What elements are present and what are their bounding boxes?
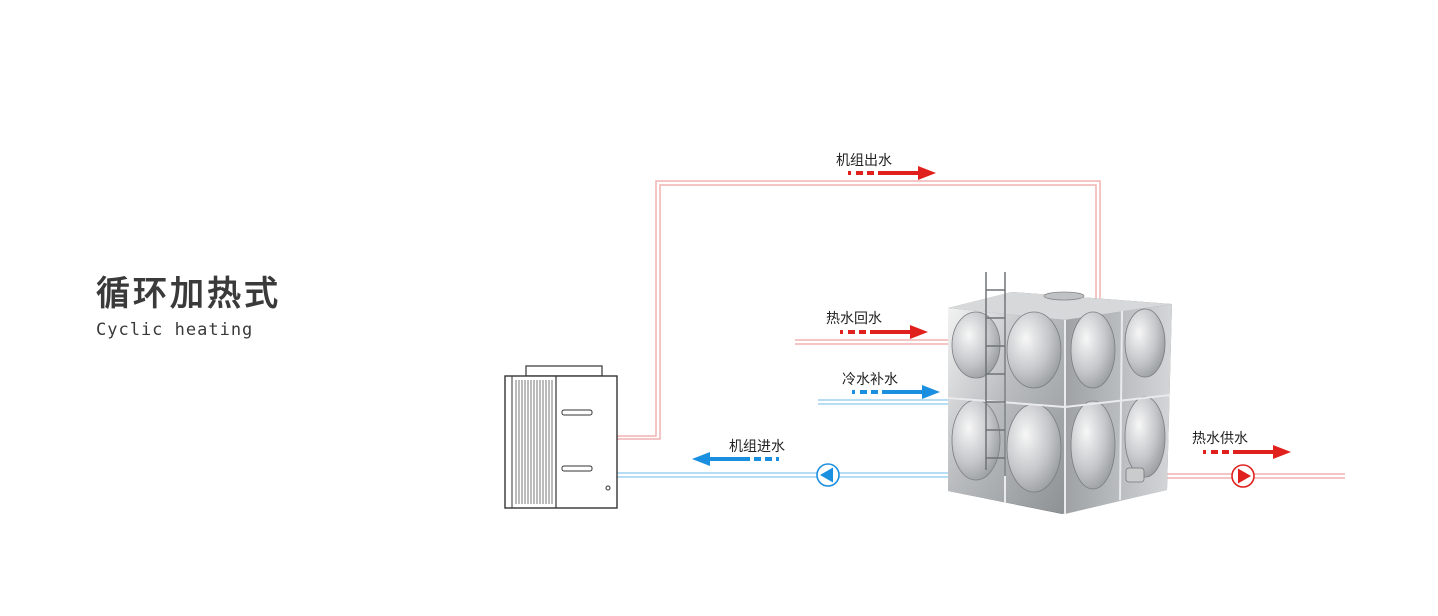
water-tank bbox=[947, 272, 1172, 514]
tank-ladder bbox=[985, 272, 1006, 476]
pump-unit-inlet bbox=[816, 463, 840, 487]
label-cold-makeup: 冷水补水 bbox=[842, 372, 898, 388]
pump-hot-supply bbox=[1231, 464, 1255, 488]
label-unit-outlet: 机组出水 bbox=[836, 153, 892, 169]
label-unit-inlet: 机组进水 bbox=[729, 439, 785, 455]
label-hot-return: 热水回水 bbox=[826, 311, 882, 327]
pipe-hot-supply bbox=[1165, 473, 1345, 479]
arrow-hot-return bbox=[840, 325, 928, 339]
tank-outlet-fitting bbox=[1125, 467, 1145, 483]
tank-panel-domes bbox=[951, 308, 1166, 493]
diagram-subtitle: Cyclic heating bbox=[96, 320, 254, 340]
arrow-unit-inlet bbox=[692, 452, 779, 466]
pipe-unit-inlet bbox=[612, 472, 952, 478]
arrow-hot-supply bbox=[1203, 445, 1291, 459]
pipe-cold-makeup bbox=[818, 399, 952, 405]
heat-pump-coil-grille bbox=[515, 380, 553, 504]
label-hot-supply: 热水供水 bbox=[1192, 431, 1248, 447]
arrow-unit-outlet bbox=[848, 166, 936, 180]
diagram-title: 循环加热式 bbox=[96, 274, 281, 314]
pipe-unit-outlet bbox=[612, 180, 1101, 440]
heat-pump-unit bbox=[504, 365, 618, 509]
arrow-cold-makeup bbox=[852, 385, 940, 399]
pipe-hot-return bbox=[795, 339, 952, 345]
